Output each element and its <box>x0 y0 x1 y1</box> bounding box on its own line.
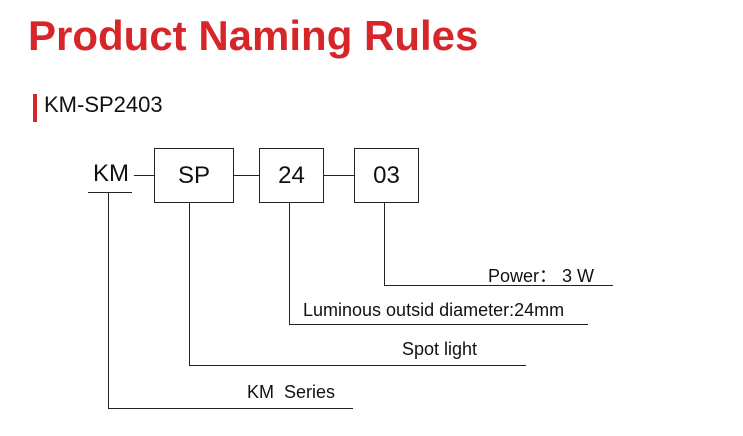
code-box-24: 24 <box>259 148 324 203</box>
power-label: Power： 3 W <box>488 266 595 286</box>
leader-type-vertical <box>189 203 190 365</box>
leader-power-horizontal <box>384 285 613 286</box>
page-title: Product Naming Rules <box>28 12 479 59</box>
type-label: Spot light <box>402 339 478 359</box>
connector-1 <box>134 175 154 176</box>
model-number: KM-SP2403 <box>44 92 163 117</box>
connector-2 <box>234 175 259 176</box>
subtitle-accent-bar <box>33 94 37 122</box>
diameter-label: Luminous outsid diameter:24mm <box>303 300 565 320</box>
prefix-underline <box>88 192 132 193</box>
connector-3 <box>324 175 354 176</box>
leader-power-vertical <box>384 203 385 285</box>
code-box-sp: SP <box>154 148 234 203</box>
leader-type-horizontal <box>189 365 526 366</box>
leader-series-vertical <box>108 192 109 408</box>
leader-diameter-vertical <box>289 203 290 324</box>
series-label: KM Series <box>247 382 336 402</box>
leader-diameter-horizontal <box>289 324 588 325</box>
leader-series-horizontal <box>108 408 353 409</box>
code-prefix: KM <box>93 160 129 187</box>
code-box-03: 03 <box>354 148 419 203</box>
